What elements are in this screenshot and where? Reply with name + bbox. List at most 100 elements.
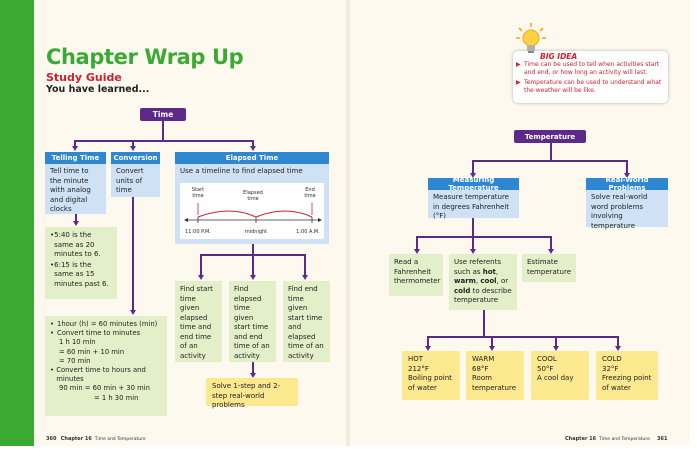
timeline: Start time Elapsed time End time 11:00 P…: [180, 183, 324, 239]
connector-line: [74, 140, 252, 142]
level-temp: 212°F: [408, 364, 429, 373]
arrow-icon: [488, 346, 495, 351]
level-name: COOL: [537, 355, 557, 363]
measuring-temperature-header: Measuring Temperature: [428, 176, 519, 192]
timeline-time-label: 11:00 P.M.: [185, 229, 211, 235]
connector-line: [472, 218, 474, 236]
page-number: 360: [46, 436, 57, 442]
page-number: 361: [657, 436, 668, 442]
find-start-box: Find start time given elapsed time and e…: [175, 281, 222, 362]
level-warm-box: WARM 68°F Room temperature: [466, 351, 524, 400]
example-text: 6:15 is the same as 15 minutes past 6.: [54, 260, 109, 288]
level-hot-box: HOT 212°F Boiling point of water: [402, 351, 460, 400]
arrow-icon: [547, 249, 554, 254]
temperature-header: Temperature: [514, 130, 586, 143]
page-edge: [690, 0, 697, 446]
connector-line: [555, 336, 557, 347]
arrow-icon: [469, 249, 476, 254]
estimate-temperature-box: Estimate temperature: [522, 254, 576, 282]
read-thermometer-box: Read a Fahrenheit thermometer: [389, 254, 443, 296]
level-name: COLD: [602, 355, 622, 363]
study-guide-heading: Study Guide: [46, 71, 122, 84]
connector-line: [472, 160, 626, 162]
time-header: Time: [140, 108, 186, 121]
arrow-icon: [72, 221, 79, 226]
find-elapsed-box: Find elapsed time given start time and e…: [229, 281, 276, 362]
connector-line: [74, 140, 76, 147]
conversion-text: Convert time to minutes: [57, 329, 141, 338]
connector-line: [75, 214, 77, 222]
conversion-text: 1 h 10 min: [59, 338, 96, 347]
real-world-problems-header: Real-World Problems: [586, 176, 668, 192]
connector-line: [427, 336, 429, 347]
referents-box: Use referents such as hot, warm, cool, o…: [449, 254, 517, 310]
timeline-time-label: midnight: [244, 229, 268, 235]
timeline-start-label: Start time: [191, 187, 205, 199]
connector-line: [491, 336, 493, 347]
connector-line: [132, 197, 134, 311]
connector-line: [472, 160, 474, 174]
arrow-icon: [623, 173, 630, 178]
arrow-icon: [249, 275, 256, 280]
timeline-time-label: 1:00 A.M.: [296, 229, 320, 235]
bottom-strip: [0, 446, 697, 458]
conversion-text: 1hour (h) = 60 minutes (min): [57, 320, 158, 328]
level-desc: Room temperature: [472, 374, 516, 392]
conversion-text: 90 min = 60 min + 30 min: [59, 384, 150, 393]
page-title: Chapter Wrap Up: [46, 45, 244, 69]
arrow-icon: [301, 275, 308, 280]
chapter-color-bar: [0, 0, 34, 446]
footer-left: 360 Chapter 16 Time and Temperature: [46, 436, 146, 442]
footer-chapter: Chapter 16: [565, 436, 597, 442]
find-end-box: Find end time given start time and elaps…: [283, 281, 330, 362]
big-idea-label: BIG IDEA: [540, 52, 578, 61]
measuring-temperature-box: Measure temperature in degrees Fahrenhei…: [428, 190, 519, 220]
connector-line: [252, 254, 254, 276]
level-temp: 50°F: [537, 364, 554, 373]
conversion-text: = 60 min + 10 min: [59, 347, 125, 356]
connector-line: [252, 362, 254, 374]
bullet-triangle-icon: ▶: [516, 61, 521, 68]
level-desc: A cool day: [537, 374, 574, 382]
level-name: WARM: [472, 355, 495, 363]
connector-line: [550, 143, 552, 160]
level-cool-box: COOL 50°F A cool day: [531, 351, 589, 400]
arrow-icon: [249, 146, 256, 151]
solve-problems-box: Solve 1-step and 2-step real-world probl…: [206, 378, 298, 409]
connector-line: [416, 236, 550, 238]
connector-line: [200, 254, 202, 276]
arrow-icon: [197, 275, 204, 280]
arrow-icon: [71, 146, 78, 151]
connector-line: [252, 244, 254, 254]
real-world-problems-box: Solve real-world word problems involving…: [586, 190, 668, 230]
telling-time-header: Telling Time: [45, 152, 106, 164]
bullet-triangle-icon: ▶: [516, 79, 521, 86]
lightbulb-icon: [516, 23, 546, 53]
conversion-header: Conversion: [111, 152, 160, 164]
list-item: •1hour (h) = 60 minutes (min): [50, 320, 158, 328]
footer-chapter: Chapter 16: [60, 436, 92, 442]
list-item: •5:40 is the same as 20 minutes to 6.: [50, 231, 112, 260]
footer-topic: Time and Temperature: [599, 437, 650, 442]
example-text: 5:40 is the same as 20 minutes to 6.: [54, 231, 101, 258]
arrow-icon: [249, 373, 256, 378]
connector-line: [416, 236, 418, 250]
connector-line: [483, 310, 485, 336]
list-item: •Convert time to minutes: [50, 329, 141, 338]
big-idea-item: ▶Time can be used to tell when activitie…: [516, 61, 669, 77]
conversion-text: = 1 h 30 min: [94, 393, 139, 402]
connector-line: [132, 140, 134, 147]
telling-time-examples: •5:40 is the same as 20 minutes to 6. •6…: [45, 227, 117, 299]
level-temp: 32°F: [602, 364, 619, 373]
arrow-icon: [129, 310, 136, 315]
connector-line: [427, 336, 617, 338]
conversion-examples: •1hour (h) = 60 minutes (min) •Convert t…: [45, 316, 167, 416]
footer-right: Chapter 16 Time and Temperature 361: [565, 436, 667, 442]
connector-line: [617, 336, 619, 347]
big-idea-text: Time can be used to tell when activities…: [524, 61, 660, 76]
list-item: •6:15 is the same as 15 minutes past 6.: [50, 261, 112, 290]
book-spine: [346, 0, 350, 446]
elapsed-time-text: Use a timeline to find elapsed time: [180, 167, 303, 175]
timeline-end-label: End time: [304, 187, 316, 199]
learned-subheading: You have learned...: [46, 84, 150, 95]
